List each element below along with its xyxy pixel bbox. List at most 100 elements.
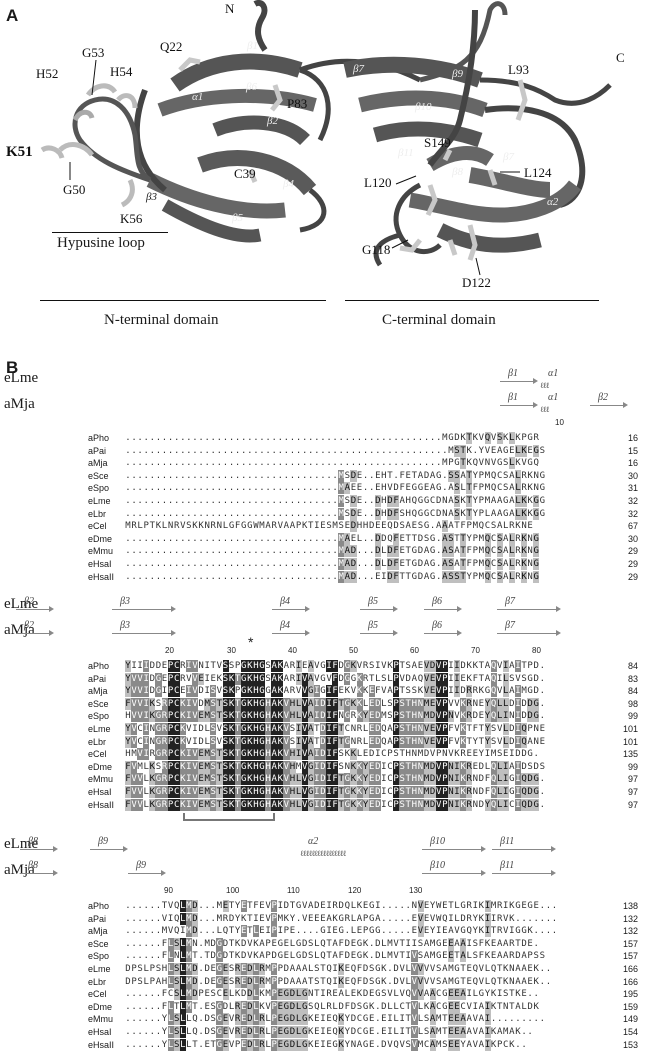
sse-label: β1 xyxy=(246,40,258,52)
species-name: eCel xyxy=(88,521,107,532)
residue-count: 29 xyxy=(627,571,638,582)
strand-arrow xyxy=(492,846,556,852)
ruler-number: 70 xyxy=(471,646,480,655)
ruler-number: 120 xyxy=(348,886,362,895)
alignment-row: eLme...................................M… xyxy=(0,495,646,507)
sse-label: α2 xyxy=(547,196,559,208)
ss-element-label: β1 xyxy=(508,368,518,379)
residue-count: 99 xyxy=(627,711,638,722)
alignment-row: eSpo ...................................M… xyxy=(0,482,646,495)
species-name: eMmu xyxy=(88,774,114,785)
species-name: eLme xyxy=(88,964,111,974)
sequence: ...................................MAD..… xyxy=(125,545,540,558)
species-name: eSpo xyxy=(88,483,110,494)
species-name: eCel xyxy=(88,989,107,1000)
residue-count: 101 xyxy=(622,736,638,747)
residue-count: 97 xyxy=(627,774,638,785)
sequence: FVVLKGRPCKIVEMSTSKTGKHGHAKVHLVGIDIFTGKKY… xyxy=(125,773,546,786)
sequence: ......YLSLLQ.DSGEVREDLRLPEGDLGKEIEQKYDCG… xyxy=(125,1013,546,1026)
residue-count: 149 xyxy=(622,1014,638,1025)
residue-count: 132 xyxy=(622,913,638,924)
strand-arrow xyxy=(112,630,176,636)
c-terminal-domain-ribbons xyxy=(343,1,612,267)
ss-element-label: β4 xyxy=(280,620,290,631)
n-terminus-label: N xyxy=(225,1,235,16)
ss-species-label: eLme xyxy=(4,596,39,612)
species-name: eLbr xyxy=(88,736,107,747)
sequence: ........................................… xyxy=(125,444,546,457)
protein-structure-figure: Q22 G53 H52 H54 K51 G50 K56 C39 P83 L93 … xyxy=(6,0,625,290)
sequence: YVCINGRPCKVIDLSVSKTGKHGHAKVSIVATDIFTGNRL… xyxy=(125,735,546,748)
residue-count: 98 xyxy=(627,698,638,709)
residue-count: 16 xyxy=(627,458,638,469)
sse-label: β7 xyxy=(502,151,514,163)
residue-label-d122: D122 xyxy=(462,275,491,290)
species-name: aMja xyxy=(88,686,108,697)
strand-arrow xyxy=(128,870,166,876)
ruler-number: 50 xyxy=(349,646,358,655)
species-name: eCel xyxy=(88,749,107,760)
strand-arrow xyxy=(422,846,486,852)
sequence: ...................................MAEE.… xyxy=(125,482,546,495)
species-name: eDme xyxy=(88,533,113,544)
species-name: aPho xyxy=(88,661,110,671)
species-name: eSce xyxy=(88,470,109,481)
c-terminus-label: C xyxy=(616,50,625,65)
ss-element-label: β3 xyxy=(120,596,130,607)
ss-element-label: β2 xyxy=(24,620,34,631)
strand-arrow xyxy=(500,402,538,408)
species-name: eDme xyxy=(88,1001,113,1012)
hypusine-site-asterisk: * xyxy=(248,634,254,650)
residue-label-g53: G53 xyxy=(82,45,104,60)
residue-label-q22: Q22 xyxy=(160,39,182,54)
residue-count: 132 xyxy=(622,926,638,937)
sequence: ...................................MSDE.… xyxy=(125,469,546,482)
ruler-number: 40 xyxy=(288,646,297,655)
strand-arrow xyxy=(112,606,176,612)
sequence: YVCINGRPCKVIDLSVSKTGKHGHAKVSIVATDIFTCNRL… xyxy=(125,723,546,735)
alignment-row: eDme ......FLTLMT.ESGDLREDLKVPEGDLGSQLRLD… xyxy=(0,1000,646,1013)
strand-arrow xyxy=(497,606,561,612)
sequence: ......FLTLMT.ESGDLREDLKVPEGDLGSQLRLDFDSG… xyxy=(125,1000,540,1013)
strand-arrow xyxy=(424,630,462,636)
sse-label: β10 xyxy=(414,101,432,113)
sse-label: β2 xyxy=(266,115,278,127)
sse-label: β9 xyxy=(451,68,463,80)
residue-count: 195 xyxy=(622,989,638,1000)
sse-label: β7 xyxy=(352,63,364,75)
ss-species-label: aMja xyxy=(4,396,35,412)
ss-element-label: α1 xyxy=(548,392,559,403)
residue-count: 30 xyxy=(627,470,638,481)
residue-count: 157 xyxy=(622,951,638,962)
residue-count: 138 xyxy=(622,901,638,911)
species-name: eDme xyxy=(88,761,113,772)
sequence: DPSLPSHLSLMD.DEGESREDLRMPPDAAALSTQIKEQFD… xyxy=(125,963,552,975)
species-name: eMmu xyxy=(88,1014,114,1025)
alignment-row: aMja....................................… xyxy=(0,457,646,470)
species-name: eHsaII xyxy=(88,1039,115,1050)
strand-arrow xyxy=(492,870,556,876)
ruler-number: 80 xyxy=(532,646,541,655)
ss-element-label: β7 xyxy=(505,620,515,631)
alignment-row: eMmu...................................M… xyxy=(0,545,646,558)
residue-count: 97 xyxy=(627,799,638,810)
ss-element-label: β11 xyxy=(500,836,515,847)
ss-species-label: eLme xyxy=(4,370,39,386)
ss-element-label: β6 xyxy=(432,596,442,607)
residue-label-c39: C39 xyxy=(234,166,256,181)
alignment-row: aPai......VIQLMD...MRDYKTIEVPMKY.VEEEAKG… xyxy=(0,912,646,925)
ruler-number: 130 xyxy=(409,886,423,895)
ss-species-label: aMja xyxy=(4,862,35,878)
alignment-row: eSpo......FLNLMT.TDGDTKDVKAPDGELGDSLQTAF… xyxy=(0,950,646,963)
strand-arrow xyxy=(360,630,398,636)
species-name: eHsaII xyxy=(88,571,115,582)
strand-arrow xyxy=(500,378,538,384)
ss-element-label: β4 xyxy=(280,596,290,607)
n-terminal-barrel xyxy=(133,53,422,243)
residue-count: 32 xyxy=(627,508,638,519)
